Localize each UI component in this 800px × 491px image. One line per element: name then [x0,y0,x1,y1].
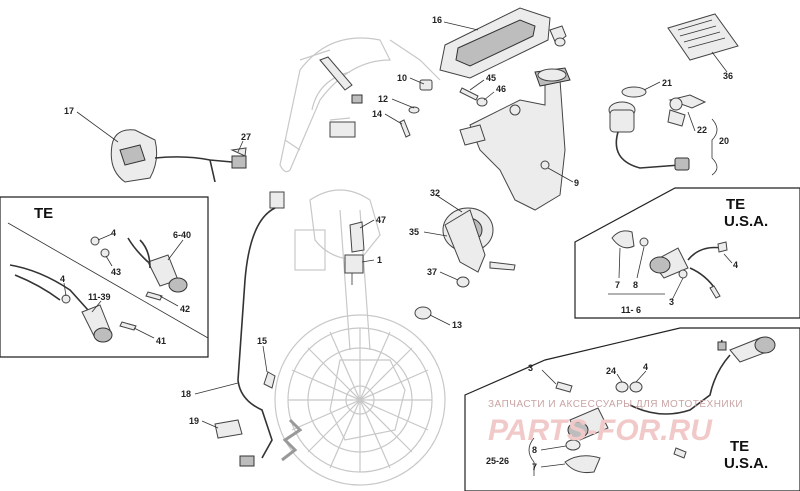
watermark-tagline: ЗАПЧАСТИ И АКСЕССУАРЫ ДЛЯ МОТОТЕХНИКИ [488,399,743,410]
callout-37: 37 [427,267,437,277]
callout-te-br-24: 24 [606,366,616,376]
callout-te-left-6-40: 6-40 [173,230,191,240]
callout-te-right-7: 7 [615,280,620,290]
callout-35: 35 [409,227,419,237]
callout-22: 22 [697,125,707,135]
callout-1: 1 [377,255,382,265]
callout-14: 14 [372,109,382,119]
callout-te-br-3: 3 [528,363,533,373]
callout-te-right-4: 4 [733,260,738,270]
callout-te-br-25-26: 25-26 [486,456,509,466]
callout-47: 47 [376,215,386,225]
relay-bracket-parts [344,221,365,285]
callout-te-br-7: 7 [532,462,537,472]
te-usa-right-panel: TE U.S.A. [574,187,800,319]
callout-te-right-8: 8 [633,280,638,290]
callout-17: 17 [64,106,74,116]
callout-16: 16 [432,15,442,25]
handlebar-switch-part [110,129,247,183]
callout-36: 36 [723,71,733,81]
callout-9: 9 [574,178,579,188]
callout-19: 19 [189,416,199,426]
te-usa-bottom-title-1: TE [730,438,749,455]
te-usa-right-title-1: TE [726,196,745,213]
watermark-logo: PARTS-FOR.RU [488,414,713,447]
te-left-panel: TE [0,196,209,358]
callout-te-left-41: 41 [156,336,166,346]
te-left-title: TE [34,205,53,222]
callout-te-left-42: 42 [180,304,190,314]
headlight-bracket-part [459,67,571,211]
callout-numbers: 16 36 10 45 46 12 14 21 22 20 17 27 9 32… [60,15,738,472]
callout-te-left-43: 43 [111,267,121,277]
callout-21: 21 [662,78,672,88]
callout-13: 13 [452,320,462,330]
callout-45: 45 [486,73,496,83]
top-hardware-parts [319,56,488,138]
callout-te-right-3: 3 [669,297,674,307]
te-usa-right-title-2: U.S.A. [724,213,768,230]
callout-20: 20 [719,136,729,146]
clips-and-washers-parts [214,306,432,439]
wiring-harness-part [237,191,285,467]
watermark: ЗАПЧАСТИ И АКСЕССУАРЫ ДЛЯ МОТОТЕХНИКИ PA… [488,399,743,447]
callout-te-right-11-6: 11- 6 [621,305,641,315]
callout-32: 32 [430,188,440,198]
te-usa-bottom-panel: TE U.S.A. [464,327,800,491]
ignition-switch-part [608,86,707,171]
callout-te-left-11-39: 11-39 [88,292,111,302]
callout-te-br-4: 4 [643,362,648,372]
callout-te-left-4b: 4 [60,274,65,284]
leader-lines [63,21,733,476]
callout-10: 10 [397,73,407,83]
callout-te-left-4a: 4 [111,228,116,238]
instrument-cluster-part [439,7,567,79]
owner-manual-part [667,13,739,61]
callout-27: 27 [241,132,251,142]
te-usa-bottom-title-2: U.S.A. [724,455,768,472]
callout-46: 46 [496,84,506,94]
callout-te-br-8: 8 [532,445,537,455]
callout-15: 15 [257,336,267,346]
callout-18: 18 [181,389,191,399]
background-ghost-frame [274,37,446,486]
callout-12: 12 [378,94,388,104]
horn-part [442,207,516,288]
